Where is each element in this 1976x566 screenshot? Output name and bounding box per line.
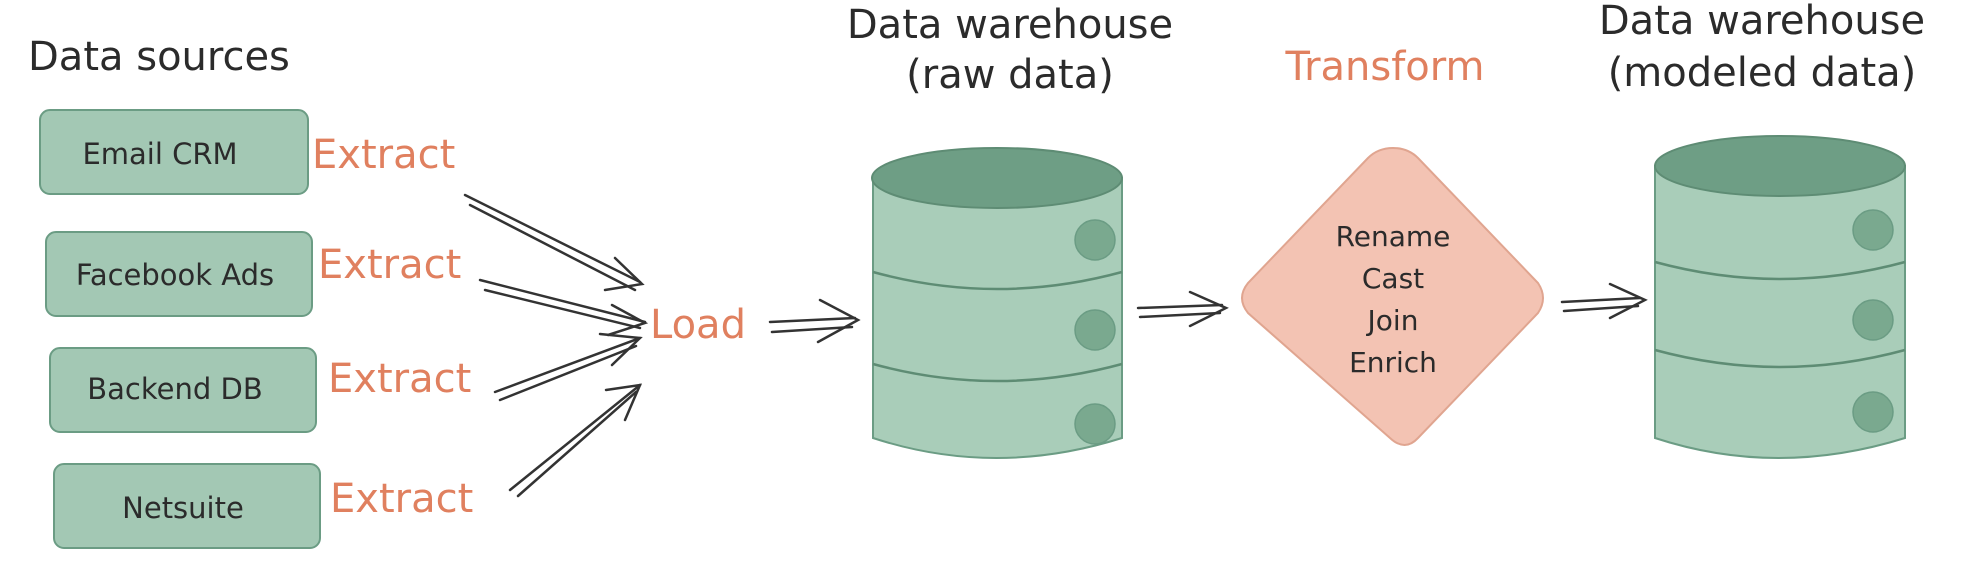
- source-backend-db: Backend DB: [49, 347, 317, 433]
- arrow: [508, 383, 642, 492]
- raw-warehouse-database-icon: [871, 147, 1123, 459]
- arrow: [468, 203, 637, 292]
- extract-arrows: [463, 193, 649, 498]
- load-arrow: [768, 298, 861, 344]
- arrow: [478, 278, 647, 324]
- load-label: Load: [650, 302, 746, 348]
- disk-indicator: [1852, 209, 1894, 251]
- disk-indicator: [1074, 403, 1116, 445]
- transform-in-arrow: [1136, 290, 1229, 328]
- extract-label: Extract: [330, 476, 473, 522]
- arrow-head: [603, 256, 645, 292]
- modeled-warehouse-heading-line2: (modeled data): [1608, 50, 1917, 96]
- disk-indicator: [1074, 219, 1116, 261]
- source-netsuite: Netsuite: [53, 463, 321, 549]
- arrow-head: [606, 303, 649, 337]
- operation-cast: Cast: [1362, 262, 1424, 295]
- operation-enrich: Enrich: [1349, 346, 1437, 379]
- raw-warehouse-heading-line2: (raw data): [906, 52, 1114, 98]
- arrow-head: [598, 332, 643, 367]
- operation-rename: Rename: [1336, 220, 1451, 253]
- source-label: Facebook Ads: [76, 258, 274, 292]
- arrow: [516, 390, 638, 498]
- extract-label: Extract: [312, 132, 455, 178]
- arrow-head: [604, 383, 643, 422]
- extract-label: Extract: [328, 356, 471, 402]
- source-label: Email CRM: [82, 137, 237, 171]
- source-label: Backend DB: [87, 372, 262, 406]
- arrow: [493, 336, 642, 394]
- source-facebook-ads: Facebook Ads: [45, 231, 313, 317]
- modeled-warehouse-database-icon: [1654, 135, 1906, 459]
- arrow: [498, 344, 638, 402]
- raw-warehouse-heading-line1: Data warehouse: [847, 2, 1173, 48]
- disk-indicator: [1074, 309, 1116, 351]
- data-sources-heading: Data sources: [28, 34, 290, 80]
- operation-join: Join: [1366, 304, 1419, 337]
- arrow: [463, 193, 642, 284]
- disk-indicator: [1852, 299, 1894, 341]
- modeled-warehouse-heading-line1: Data warehouse: [1599, 0, 1925, 44]
- arrow: [483, 288, 642, 330]
- source-label: Netsuite: [122, 491, 244, 525]
- disk-indicator: [1852, 391, 1894, 433]
- source-email-crm: Email CRM: [39, 109, 309, 195]
- transform-diamond: Rename Cast Join Enrich: [1241, 146, 1544, 446]
- transform-out-arrow: [1560, 282, 1648, 320]
- transform-label: Transform: [1285, 44, 1485, 90]
- extract-label: Extract: [318, 242, 461, 288]
